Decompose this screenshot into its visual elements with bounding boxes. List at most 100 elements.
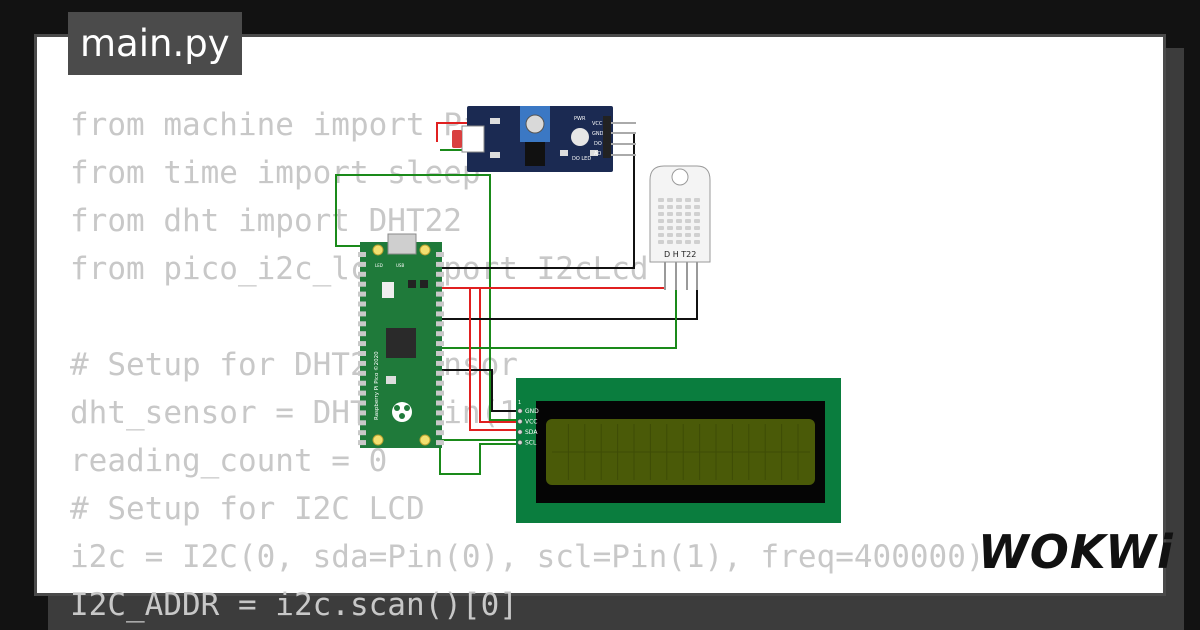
dht-label: D H T22 [664,250,696,259]
dht-vent-hole [676,240,682,244]
dht-vent-hole [667,219,673,223]
dht-vent-hole [694,219,700,223]
pico-pin-header-right [436,252,444,446]
pico-pin[interactable] [358,301,366,307]
pico-pin[interactable] [358,271,366,277]
code-line: from pico_i2c_lcd import I2cLcd [70,251,649,287]
lcd-pin-label: VCC [525,419,537,426]
lcd-pin[interactable] [517,408,523,414]
dht-vent-hole [676,233,682,237]
pico-pin[interactable] [358,331,366,337]
pico-pin[interactable] [358,430,366,436]
wire-red[interactable] [469,288,516,431]
pico-pin[interactable] [436,370,444,376]
pico-pin[interactable] [436,420,444,426]
wire-green[interactable] [335,174,516,421]
dht-vent-hole [676,205,682,209]
pico-pin[interactable] [436,390,444,396]
dht-vent-hole [685,198,691,202]
code-line: reading_count = 0 [70,443,388,479]
wire-green[interactable] [439,440,516,475]
pico-pin[interactable] [436,331,444,337]
pico-pin[interactable] [436,440,444,446]
dht-vent-hole [667,198,673,202]
pico-pin[interactable] [358,291,366,297]
pico-pin[interactable] [436,281,444,287]
pico-pin[interactable] [436,311,444,317]
dht-vent-hole [667,233,673,237]
dht-vent-hole [676,219,682,223]
rp2040-chip [386,328,416,358]
dht-vent-hole [667,240,673,244]
lcd-pin[interactable] [517,439,523,445]
pico-pin[interactable] [358,321,366,327]
dht22-sensor[interactable]: D H T22 [649,165,711,290]
pico-pin[interactable] [358,281,366,287]
lcd-character-cells [552,424,810,480]
pico-pin-header-left [358,252,366,446]
dht-vent-hole [694,226,700,230]
code-line: I2C_ADDR = i2c.scan()[0] [70,587,518,623]
code-line: # Setup for I2C LCD [70,491,425,527]
dht-vent-hole [658,212,664,216]
module-pin-label: GND [592,131,604,137]
pico-pin[interactable] [358,252,366,257]
dht-vent-hole [694,198,700,202]
dht-vent-hole [667,205,673,209]
pico-pin[interactable] [358,420,366,426]
pico-pin[interactable] [358,311,366,317]
raspberry-pi-pico[interactable]: USB LED Raspberry Pi Pico ©2020 [358,233,444,448]
pico-pin[interactable] [436,400,444,406]
pico-pin[interactable] [436,261,444,267]
code-line: from dht import DHT22 [70,203,462,239]
lcd-pin[interactable] [517,418,523,424]
dht-vent-hole [685,233,691,237]
dht-vent-hole [685,240,691,244]
pico-pin[interactable] [436,430,444,436]
pico-pin[interactable] [436,301,444,307]
filename-tab[interactable]: main.py [68,12,242,75]
pico-pin[interactable] [436,410,444,416]
pico-led-label: LED [375,263,383,268]
dht-vent-hole [694,240,700,244]
wire-black[interactable] [440,133,635,269]
dht-vent-hole [658,219,664,223]
pico-pin[interactable] [358,261,366,267]
dht-vent-hole [676,198,682,202]
pico-pin[interactable] [358,341,366,347]
wire-green[interactable] [440,290,677,349]
pico-pin[interactable] [436,252,444,257]
dht-vent-hole [658,205,664,209]
pico-pin[interactable] [358,380,366,386]
wire-red[interactable] [479,288,516,423]
pico-pin[interactable] [436,271,444,277]
pico-pin[interactable] [358,351,366,356]
dht-vent-hole [694,233,700,237]
wire-black[interactable] [440,290,698,320]
dht-vent-hole [694,205,700,209]
pico-pin[interactable] [436,360,444,366]
dht-vent-hole [685,219,691,223]
ldr-sensor-module[interactable]: PWR DO LED VCC GND DO AO [452,106,636,172]
pico-pin[interactable] [358,370,366,376]
dht-vent-hole [658,226,664,230]
pico-pin[interactable] [436,351,444,356]
dht-vent-hole [676,226,682,230]
pico-pin[interactable] [358,400,366,406]
pico-pin[interactable] [436,341,444,347]
pico-pin[interactable] [358,390,366,396]
pico-pin[interactable] [358,410,366,416]
pico-pin[interactable] [358,360,366,366]
wire-black[interactable] [440,369,516,412]
code-line: i2c = I2C(0, sda=Pin(0), scl=Pin(1), fre… [70,539,985,575]
pico-board-text: Raspberry Pi Pico ©2020 [373,351,380,420]
pico-pin[interactable] [436,321,444,327]
pico-pin[interactable] [358,440,366,446]
wokwi-logo: WOKWi [978,525,1174,579]
dht-vent-hole [685,226,691,230]
pico-pin[interactable] [436,291,444,297]
lcd-pin[interactable] [517,429,523,435]
pico-pin[interactable] [436,380,444,386]
